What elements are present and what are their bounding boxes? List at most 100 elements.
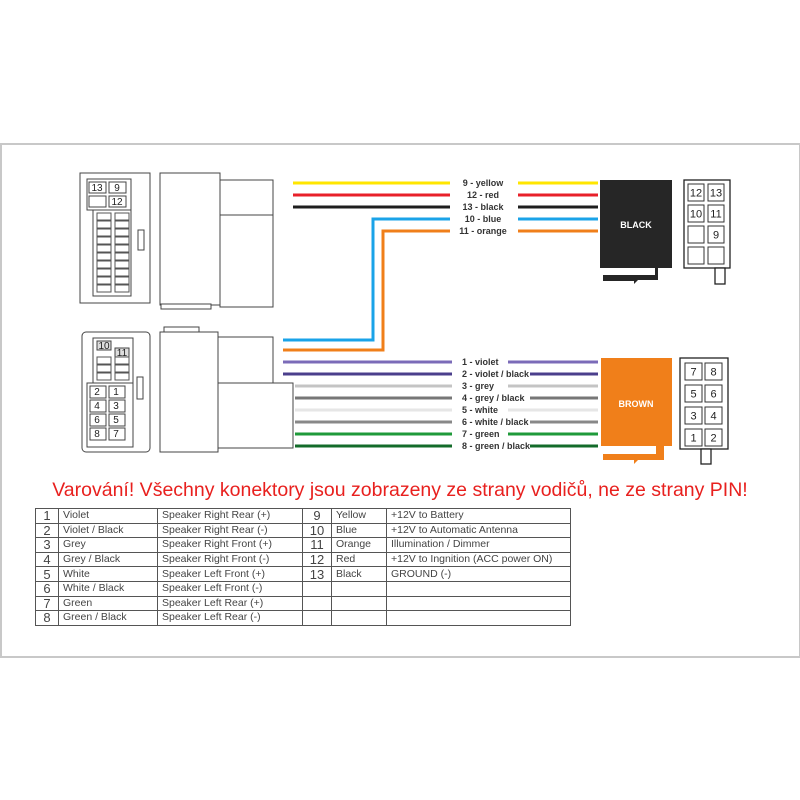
pin-cell	[96, 356, 112, 365]
table-cell: 4	[35, 551, 59, 568]
pin-cell	[108, 181, 127, 194]
iso-connector-top-side	[159, 172, 274, 310]
table-cell	[331, 580, 387, 597]
pin-cell	[88, 181, 107, 194]
pin-cell	[96, 252, 112, 261]
pin-number: 3	[690, 411, 696, 423]
wire-left	[283, 217, 450, 342]
pin-cell	[96, 236, 112, 245]
pin-number: 10	[98, 341, 110, 352]
table-cell	[386, 610, 571, 626]
pin-cell	[96, 364, 112, 373]
table-cell	[302, 595, 332, 612]
wire-label: 10 - blue	[465, 214, 502, 224]
pin-cell	[96, 260, 112, 269]
table-cell: GROUND (-)	[386, 566, 571, 582]
pin-cell	[114, 236, 130, 245]
brown-connector-label: BROWN	[619, 399, 654, 409]
pin-number: 9	[713, 230, 719, 242]
table-cell: White	[58, 566, 158, 582]
table-cell: Speaker Left Rear (+)	[157, 595, 303, 612]
table-cell: Speaker Right Front (-)	[157, 551, 303, 568]
pin-cell	[704, 428, 723, 447]
pin-number: 10	[690, 209, 702, 221]
pin-number: 8	[710, 367, 716, 379]
table-cell: Red	[331, 551, 387, 568]
pin-cell	[96, 244, 112, 253]
table-cell: 13	[302, 566, 332, 582]
pin-cell	[96, 276, 112, 285]
wire-label: 6 - white / black	[462, 417, 530, 427]
table-cell	[386, 580, 571, 597]
pin-number: 2	[94, 387, 100, 398]
table-cell: 7	[35, 595, 59, 612]
pin-number: 8	[94, 429, 100, 440]
wire-label: 11 - orange	[459, 226, 507, 236]
table-cell: Orange	[331, 537, 387, 553]
pin-cell	[96, 228, 112, 237]
wire-left	[283, 229, 450, 352]
table-cell: 9	[302, 508, 332, 524]
pin-cell	[108, 385, 126, 399]
pin-cell	[114, 364, 130, 373]
pin-cell	[89, 385, 107, 399]
pin-cell	[684, 428, 703, 447]
pin-cell	[687, 204, 705, 223]
pin-number: 3	[113, 401, 119, 412]
table-cell: Speaker Right Rear (+)	[157, 508, 303, 524]
pin-cell	[707, 204, 725, 223]
table-cell: Speaker Left Front (-)	[157, 580, 303, 597]
pin-cell	[707, 225, 725, 244]
table-cell: 12	[302, 551, 332, 568]
iso-connector-bottom-side	[159, 326, 294, 453]
pin-cell	[114, 244, 130, 253]
table-cell: White / Black	[58, 580, 158, 597]
pin-number: 13	[710, 188, 722, 200]
pin-cell	[96, 284, 112, 293]
table-cell: 8	[35, 610, 59, 626]
table-cell: Grey	[58, 537, 158, 553]
pin-number: 11	[710, 209, 721, 221]
wire-label: 7 - green	[462, 429, 500, 439]
table-cell: Blue	[331, 522, 387, 539]
pin-number: 12	[690, 188, 702, 200]
pin-number: 4	[94, 401, 100, 412]
pin-cell	[114, 220, 130, 229]
table-cell: 2	[35, 522, 59, 539]
wire-label: 8 - green / black	[462, 441, 531, 451]
pin-cell	[108, 195, 127, 208]
wire-label: 2 - violet / black	[462, 369, 530, 379]
wire-label: 9 - yellow	[463, 178, 505, 188]
brown-connector: BROWN	[601, 358, 672, 464]
pin-number: 5	[113, 415, 119, 426]
pin-cell	[707, 183, 725, 202]
table-cell: Violet / Black	[58, 522, 158, 539]
pin-cell	[114, 284, 130, 293]
pin-number: 1	[690, 433, 696, 445]
warning-text: Varování! Všechny konektory jsou zobraze…	[52, 479, 748, 501]
wire-label: 4 - grey / black	[462, 393, 526, 403]
pin-number: 7	[690, 367, 696, 379]
wire-label: 12 - red	[467, 190, 499, 200]
pin-number: 5	[690, 389, 696, 401]
pin-cell	[114, 228, 130, 237]
pin-cell	[684, 406, 703, 425]
table-cell: Yellow	[331, 508, 387, 524]
table-cell: 6	[35, 580, 59, 597]
pin-cell	[89, 427, 107, 441]
table-cell: +12V to Ingnition (ACC power ON)	[386, 551, 571, 568]
pin-number: 1	[113, 387, 119, 398]
table-cell: 11	[302, 537, 332, 553]
pin-cell	[96, 268, 112, 277]
pin-number: 13	[91, 183, 103, 194]
table-cell: Speaker Right Rear (-)	[157, 522, 303, 539]
pin-number: 9	[114, 183, 120, 194]
pin-cell	[108, 413, 126, 427]
pin-cell	[96, 372, 112, 381]
